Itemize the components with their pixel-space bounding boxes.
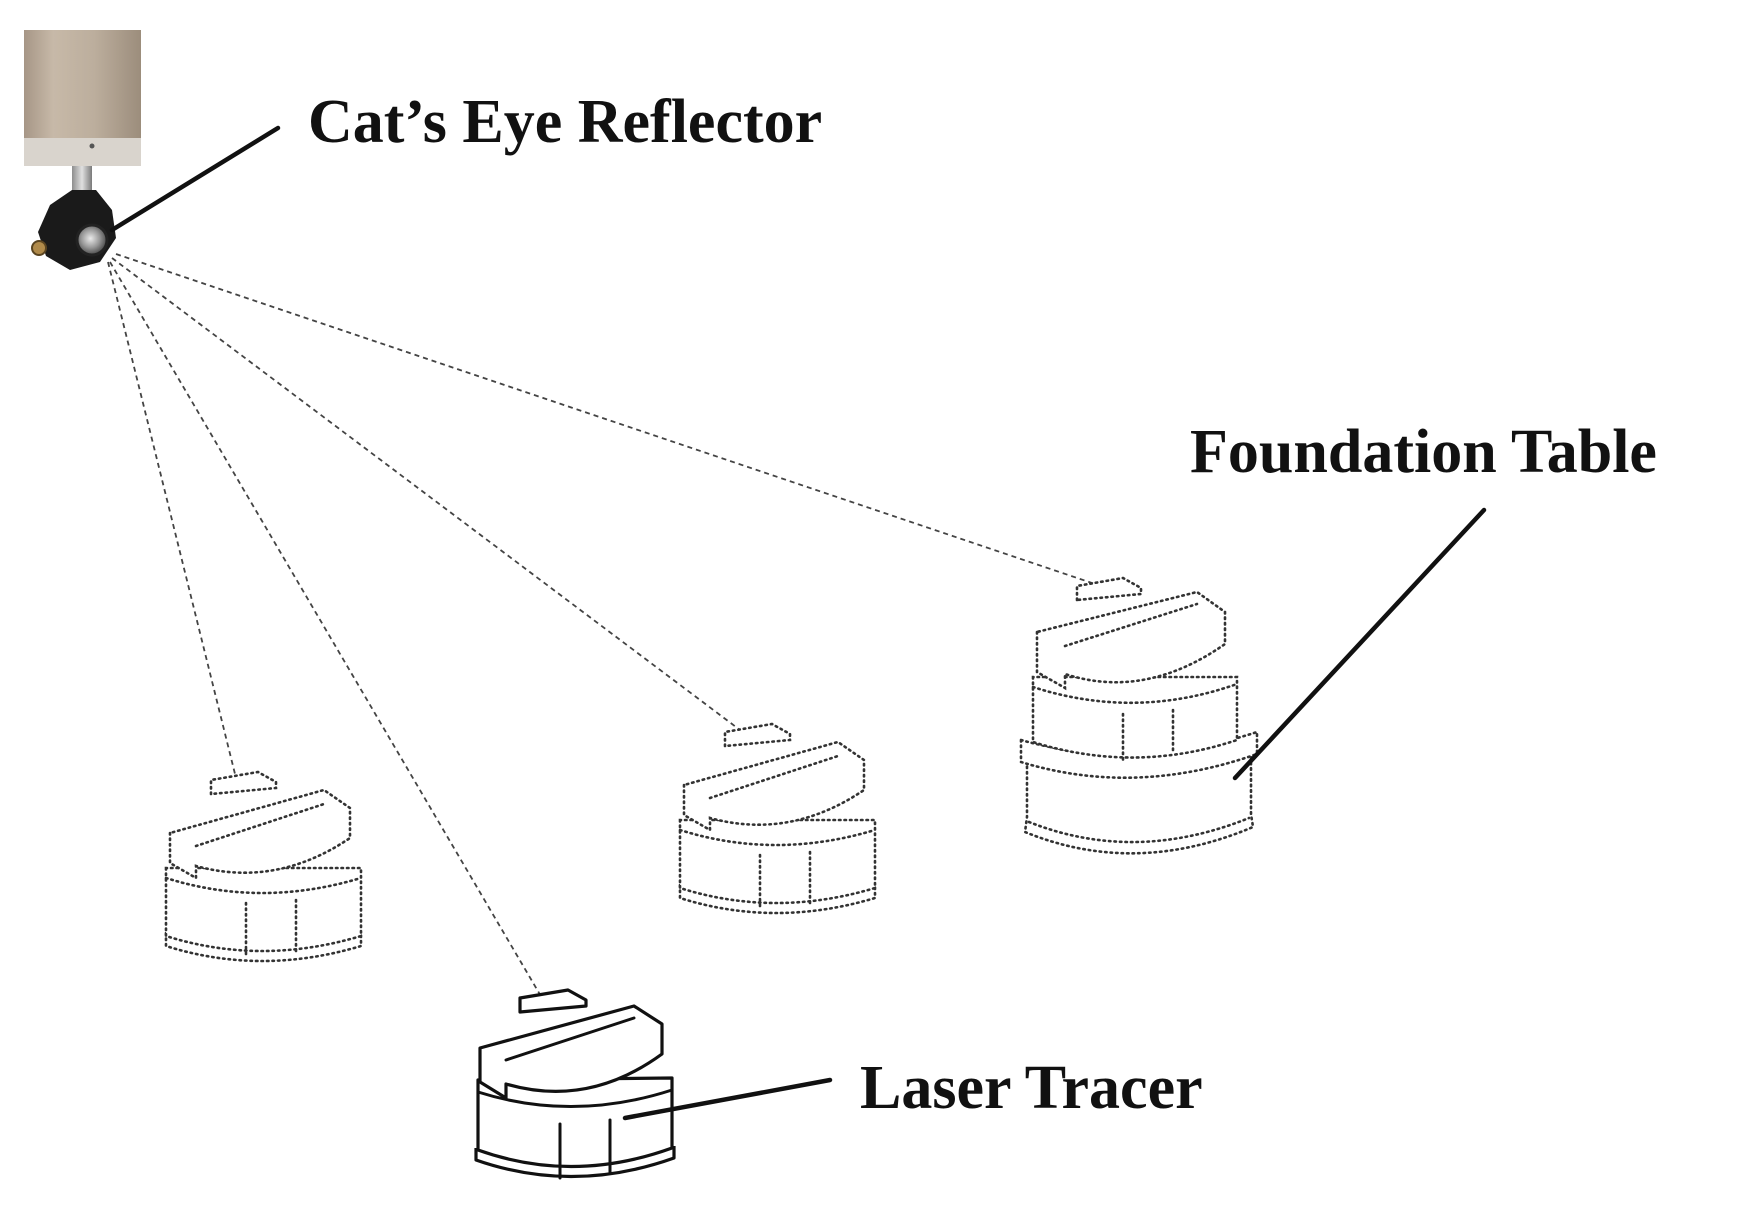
laser-tracer-unit (474, 988, 676, 1180)
reflector-leader-line (109, 125, 281, 233)
laser-tracer-label: Laser Tracer (860, 1054, 1203, 1122)
tracer-position-4-on-table (1019, 576, 1259, 855)
adjust-knob-icon (31, 240, 47, 256)
reflector-mount-base (24, 138, 141, 166)
tracer-position-3 (678, 722, 877, 915)
tracer-position-1 (164, 770, 363, 963)
laser-beams (107, 253, 1096, 999)
mount-screw-icon (89, 143, 95, 149)
reflector-post (72, 166, 92, 196)
beam-to-tracer-2 (109, 261, 543, 999)
beam-to-tracer-1 (107, 261, 237, 779)
reflector-label: Cat’s Eye Reflector (308, 88, 822, 156)
beam-to-tracer-3 (111, 257, 741, 731)
beam-to-tracer-4 (115, 253, 1096, 585)
reflector-assembly (24, 30, 141, 270)
foundation-table-leader-line (1232, 507, 1487, 781)
cats-eye-lens-icon (75, 223, 109, 257)
foundation-table-label: Foundation Table (1190, 418, 1657, 486)
laser-tracer-leader-line (622, 1077, 833, 1121)
